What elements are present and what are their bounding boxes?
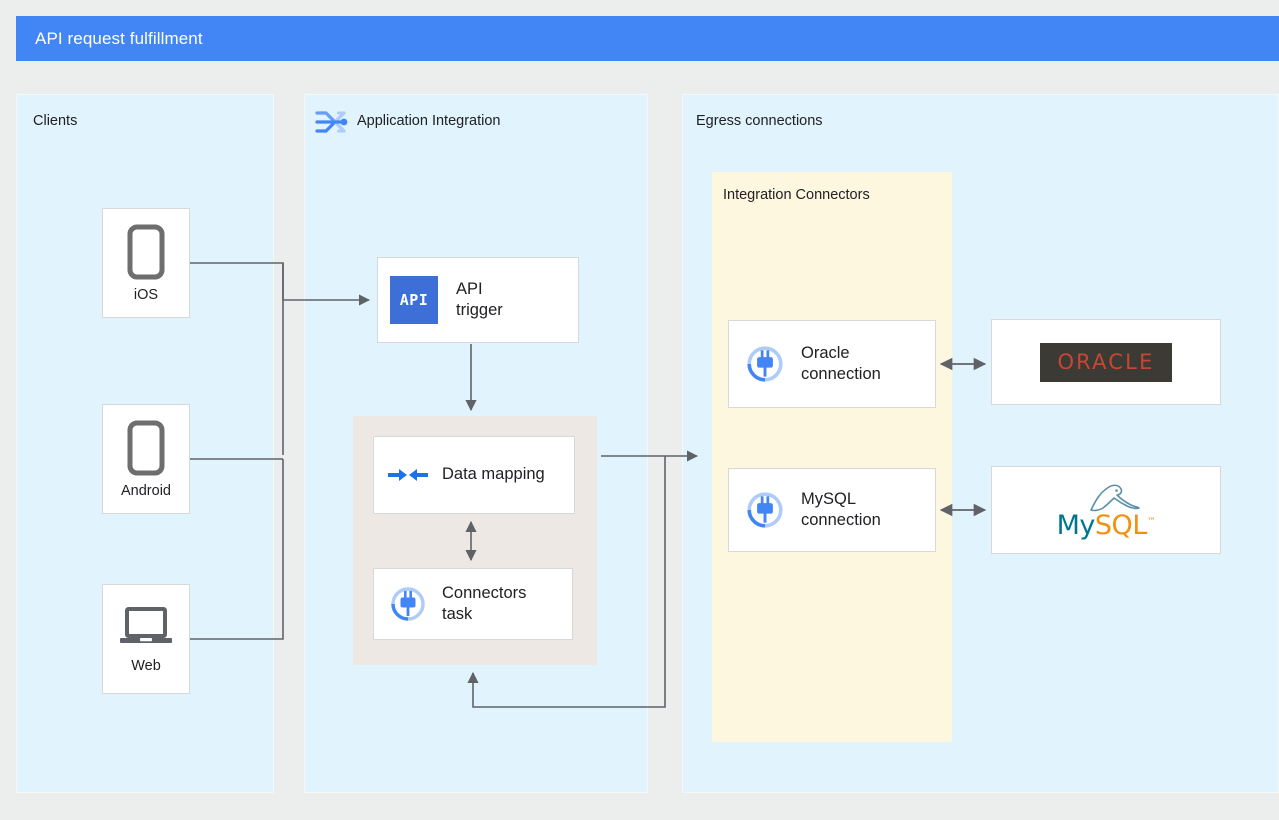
database-oracle[interactable]: ORACLE — [991, 319, 1221, 405]
api-trigger-icon-text: API — [399, 291, 429, 309]
connector-plug-icon — [741, 490, 789, 530]
mobile-phone-icon — [126, 420, 166, 476]
data-mapping-icon — [386, 462, 430, 488]
mysql-dolphin-icon — [1090, 483, 1140, 511]
node-label-data-mapping: Data mapping — [442, 465, 545, 484]
client-node-web[interactable]: Web — [102, 584, 190, 694]
panel-integration-connectors — [712, 172, 952, 742]
title-bar: API request fulfillment — [16, 16, 1279, 61]
api-trigger-icon: API — [390, 276, 438, 324]
node-label-mysql-connection: MySQL connection — [801, 489, 881, 529]
mysql-logo-text-my: My — [1056, 509, 1096, 541]
client-label-android: Android — [121, 482, 171, 499]
panel-label-egress-connections: Egress connections — [696, 113, 823, 129]
mysql-logo: MySQL™ — [1053, 480, 1159, 541]
panel-label-integration-connectors: Integration Connectors — [723, 187, 870, 203]
panel-label-clients: Clients — [33, 113, 78, 129]
client-node-ios[interactable]: iOS — [102, 208, 190, 318]
node-data-mapping[interactable]: Data mapping — [373, 436, 575, 514]
page-title: API request fulfillment — [35, 28, 203, 48]
application-integration-icon — [313, 105, 351, 141]
node-mysql-connection[interactable]: MySQL connection — [728, 468, 936, 552]
mobile-phone-icon — [126, 224, 166, 280]
node-label-oracle-connection: Oracle connection — [801, 343, 881, 383]
connector-plug-icon — [741, 344, 789, 384]
mysql-logo-text-sql: SQL — [1094, 509, 1147, 541]
database-mysql[interactable]: MySQL™ — [991, 466, 1221, 554]
laptop-icon — [118, 605, 174, 651]
oracle-logo: ORACLE — [1040, 342, 1172, 382]
panel-label-application-integration: Application Integration — [357, 113, 501, 129]
mysql-logo-wordmark: MySQL™ — [1057, 510, 1156, 541]
mysql-logo-trademark: ™ — [1146, 516, 1156, 527]
oracle-logo-text: ORACLE — [1057, 349, 1155, 374]
client-label-ios: iOS — [133, 286, 159, 303]
node-connectors-task[interactable]: Connectors task — [373, 568, 573, 640]
connector-plug-icon — [386, 585, 430, 623]
node-api-trigger[interactable]: API API trigger — [377, 257, 579, 343]
node-oracle-connection[interactable]: Oracle connection — [728, 320, 936, 408]
node-label-api-trigger: API trigger — [456, 279, 503, 319]
client-node-android[interactable]: Android — [102, 404, 190, 514]
node-label-connectors-task: Connectors task — [442, 583, 527, 623]
client-label-web: Web — [131, 657, 161, 674]
